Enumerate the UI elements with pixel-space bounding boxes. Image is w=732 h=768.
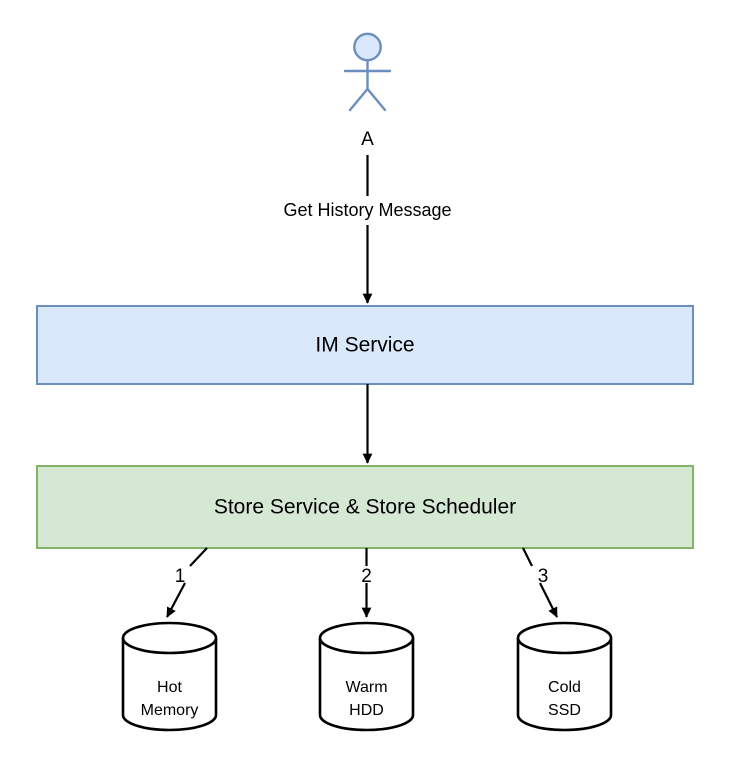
edge-label-step-2: 2 (361, 566, 372, 587)
edge-label-background (247, 196, 489, 225)
cold-ssd-label-line1: Cold (548, 679, 581, 696)
connector-line-step1-upper (189, 547, 208, 567)
actor-a[interactable] (343, 32, 392, 112)
store-service-label: Store Service & Store Scheduler (214, 496, 516, 519)
warm-hdd-label-line1: Warm (345, 679, 387, 696)
edge-store-service-to-hot-memory[interactable]: 1 (166, 547, 208, 618)
connector-line-step1-lower (166, 582, 186, 618)
cold-ssd-label-line2: SSD (548, 702, 581, 719)
cold-ssd-cylinder-top (516, 621, 613, 655)
edge-label-step-1: 1 (175, 566, 186, 587)
node-store-service[interactable]: Store Service & Store Scheduler (36, 465, 694, 549)
connector-line-step3-lower (539, 582, 558, 618)
datastore-warm-hdd[interactable]: Warm HDD (318, 621, 415, 732)
warm-hdd-cylinder-top (318, 621, 415, 655)
warm-hdd-cylinder-body (318, 638, 415, 732)
actor-left-leg-line (348, 87, 369, 112)
store-service-box-shape (36, 465, 694, 549)
edge-store-service-to-cold-ssd[interactable]: 3 (522, 547, 558, 618)
hot-memory-label-line2: Memory (141, 702, 199, 719)
cold-ssd-cylinder-body (516, 638, 613, 732)
edge-label-step-3: 3 (538, 566, 549, 587)
datastore-hot-memory[interactable]: Hot Memory (121, 621, 218, 732)
hot-memory-cylinder-top (121, 621, 218, 655)
node-im-service[interactable]: IM Service (36, 305, 694, 385)
hot-memory-label-line1: Hot (157, 679, 182, 696)
im-service-box-shape (36, 305, 694, 385)
edge-actor-to-im-service[interactable]: Get History Message (247, 155, 489, 304)
hot-memory-cylinder-body (121, 638, 218, 732)
actor-right-leg-line (366, 87, 387, 112)
stick-figure-actor-icon (353, 32, 382, 62)
edge-store-service-to-warm-hdd[interactable]: 2 (361, 548, 372, 618)
connector-line-step3-upper (522, 547, 533, 567)
im-service-label: IM Service (315, 334, 414, 357)
datastore-cold-ssd[interactable]: Cold SSD (516, 621, 613, 732)
edge-label-get-history-message: Get History Message (283, 200, 451, 220)
warm-hdd-label-line2: HDD (349, 702, 384, 719)
actor-label-a: A (361, 129, 374, 150)
